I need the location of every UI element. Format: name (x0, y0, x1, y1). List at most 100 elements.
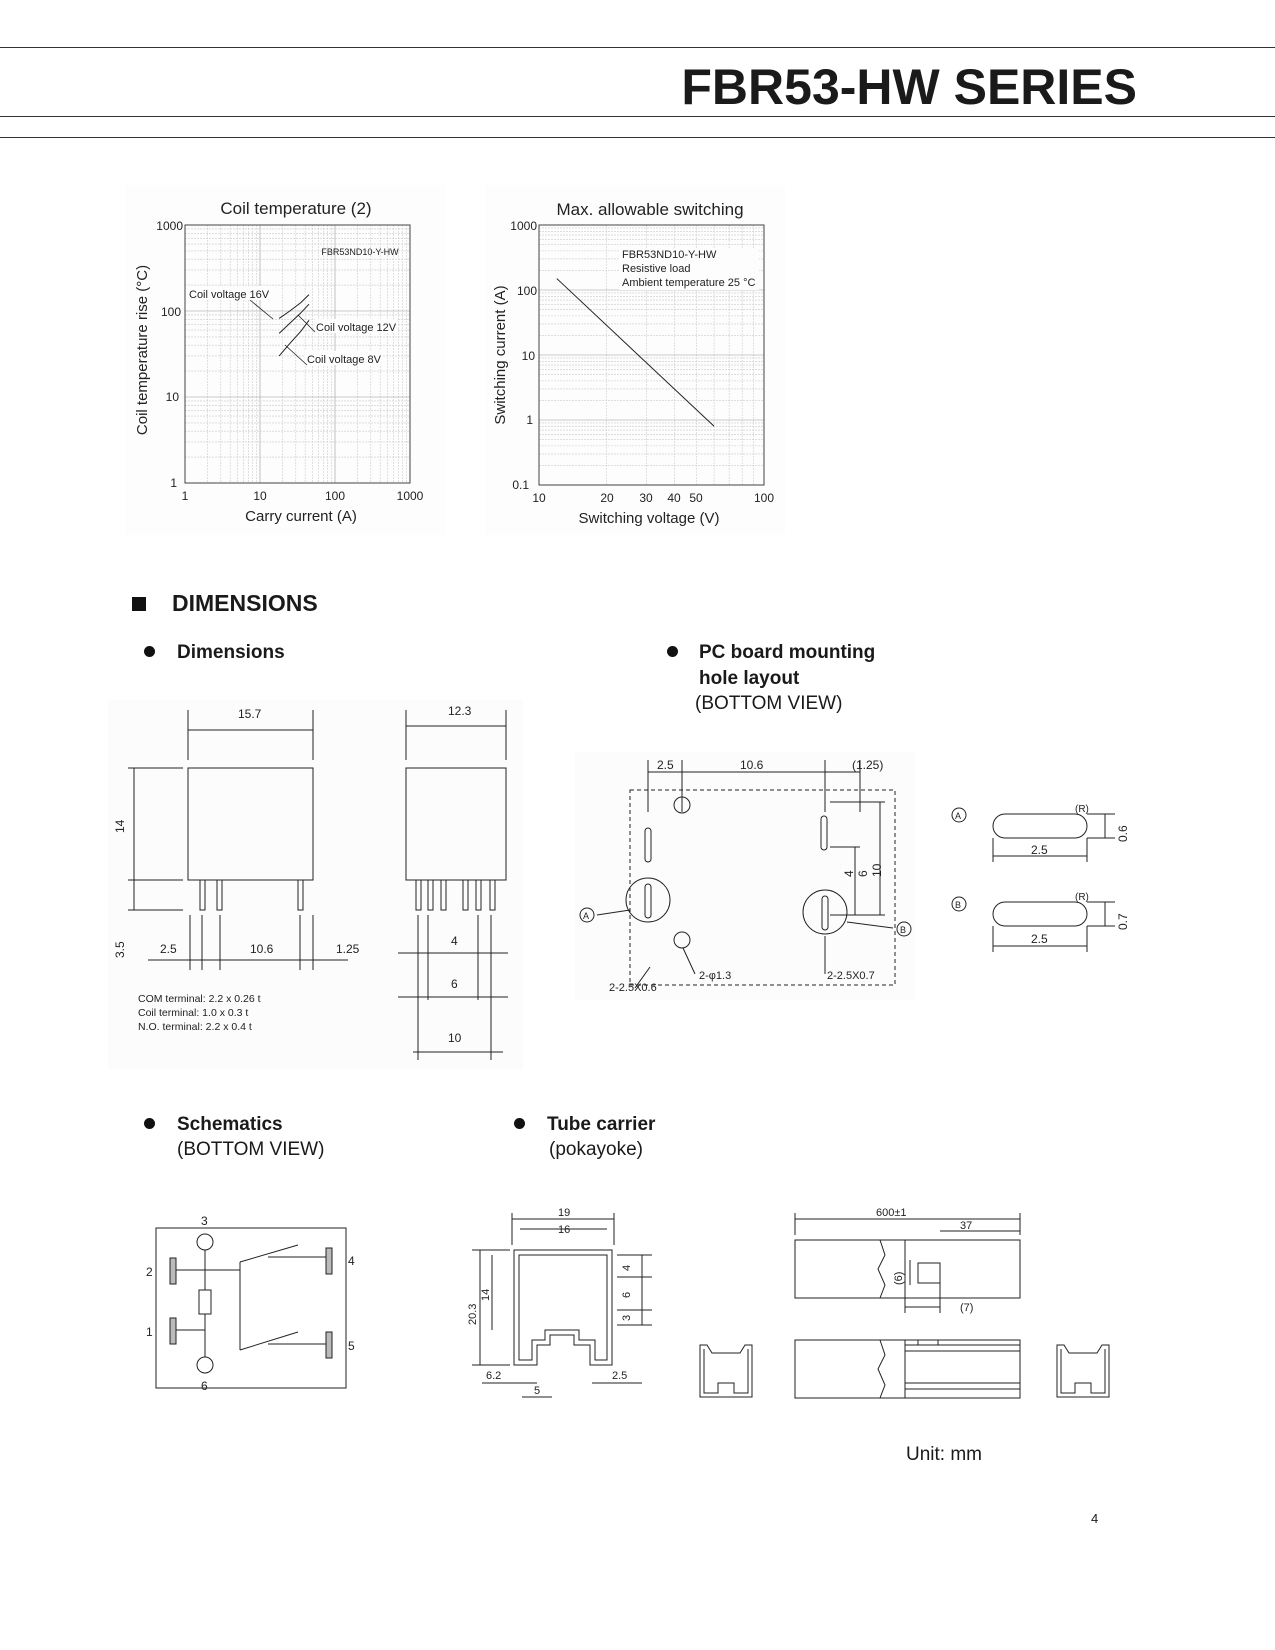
tube-v1: 4 (621, 1265, 633, 1271)
coil-label-16v: Coil voltage 16V (189, 289, 270, 301)
schematic-pin-5: 5 (348, 1339, 355, 1353)
tube-length-6: (6) (893, 1272, 905, 1285)
bullet-pcb (667, 646, 678, 657)
tube-height-inner: 14 (480, 1289, 492, 1301)
page-title: FBR53-HW SERIES (681, 59, 1137, 115)
coil-series-lines (278, 294, 310, 357)
schematics-heading: Schematics (177, 1114, 283, 1135)
slot-a-length: 2.5 (1031, 843, 1048, 857)
switching-series-lines (556, 278, 715, 427)
max-switching-chart: Max. allowable switching FBR53ND10-Y-HW … (485, 185, 785, 535)
slot-b-length: 2.5 (1031, 932, 1048, 946)
pcb-bottom-view: (BOTTOM VIEW) (695, 693, 843, 714)
tube-carrier-subtitle: (pokayoke) (549, 1139, 643, 1160)
tube-bottom-1: 6.2 (486, 1370, 501, 1382)
coil-chart-model: FBR53ND10-Y-HW (321, 247, 399, 257)
coil-xtick-0: 1 (182, 489, 189, 503)
slot-b-width: 0.7 (1116, 913, 1130, 930)
pcb-heading-line2: hole layout (699, 668, 800, 689)
slot-a-radius: (R) (1075, 804, 1089, 815)
switching-chart-title: Max. allowable switching (556, 200, 743, 219)
slot-b-mark: B (955, 900, 961, 910)
pcb-dim-10-6: 10.6 (740, 758, 764, 772)
coil-series-line-2 (278, 319, 310, 357)
slot-b-radius: (R) (1075, 892, 1089, 903)
side-d3: 10 (448, 1031, 462, 1045)
sw-xtick-1: 20 (600, 491, 614, 505)
tube-length-drawing: 600±1 37 (6) (7) (699, 1207, 1110, 1399)
coil-ytick-3: 1 (170, 476, 177, 490)
pcb-mark-a: A (583, 911, 589, 921)
schematic-pin-2: 2 (146, 1265, 153, 1279)
coil-xtick-2: 100 (325, 489, 345, 503)
coil-chart-title: Coil temperature (2) (220, 199, 371, 218)
sw-xtick-4: 50 (689, 491, 703, 505)
switching-x-axis-label: Switching voltage (V) (579, 510, 720, 527)
front-height-label: 14 (113, 819, 127, 833)
header-rule-2 (0, 137, 1275, 138)
coil-label-12v: Coil voltage 12V (316, 322, 397, 334)
terminal-no: N.O. terminal: 2.2 x 0.4 t (138, 1021, 252, 1033)
relay-front-view-drawing: 15.7 14 3.5 2.5 10.6 1.25 12.3 4 6 10 CO… (108, 700, 523, 1070)
switching-limit-line-0 (556, 278, 715, 427)
tube-length: 600±1 (876, 1207, 907, 1219)
pcb-dim-10: 10 (870, 863, 884, 877)
sw-ytick-2: 10 (522, 349, 536, 363)
slot-a-width: 0.6 (1116, 825, 1130, 842)
front-pitch-c: 1.25 (336, 942, 360, 956)
pcb-mark-b: B (900, 925, 906, 935)
schematic-pin-4: 4 (348, 1254, 355, 1268)
pcb-hole-a-label: 2-2.5X0.6 (609, 982, 657, 994)
sw-ytick-3: 1 (526, 413, 533, 427)
unit-note: Unit: mm (906, 1444, 982, 1465)
tube-length-37: 37 (960, 1220, 972, 1232)
sw-ytick-1: 100 (517, 284, 537, 298)
header-rule-1 (0, 116, 1275, 117)
coil-series-line-1 (278, 303, 310, 334)
tube-v3: 3 (621, 1315, 633, 1321)
schematic-pin-3: 3 (201, 1214, 208, 1228)
schematics-bottom-view: (BOTTOM VIEW) (177, 1139, 325, 1160)
dimensions-heading: DIMENSIONS (172, 590, 318, 616)
coil-temperature-chart: Coil temperature (2) FBR53ND10-Y-HW 1000… (125, 185, 445, 535)
sw-xtick-3: 40 (667, 491, 681, 505)
terminal-com: COM terminal: 2.2 x 0.26 t (138, 993, 261, 1005)
coil-x-axis-label: Carry current (A) (245, 508, 357, 525)
tube-width-outer: 19 (558, 1207, 570, 1219)
bullet-dimensions (144, 646, 155, 657)
schematic-pin-1: 1 (146, 1325, 153, 1339)
coil-y-axis-label: Coil temperature rise (°C) (134, 265, 151, 435)
relay-schematic-drawing: 3 2 1 6 4 5 (146, 1214, 355, 1393)
coil-series-line-0 (278, 294, 310, 319)
page-number: 4 (1091, 1511, 1099, 1526)
coil-ytick-0: 1000 (156, 219, 183, 233)
switching-note-temp: Ambient temperature 25 °C (622, 277, 755, 289)
coil-xtick-1: 10 (253, 489, 267, 503)
pcb-hole-b-label: 2-2.5X0.7 (827, 970, 875, 982)
pcb-dim-2-5: 2.5 (657, 758, 674, 772)
tube-bottom-3: 2.5 (612, 1370, 627, 1382)
front-width-label: 15.7 (238, 707, 262, 721)
tube-height-outer: 20.3 (467, 1304, 479, 1325)
pcb-dim-6: 6 (856, 870, 870, 877)
sw-ytick-0: 1000 (510, 219, 537, 233)
switching-y-axis-label: Switching current (A) (492, 285, 509, 424)
dimensions-subheading: Dimensions (177, 642, 285, 663)
bullet-tube-carrier (514, 1118, 525, 1129)
side-d2: 6 (451, 977, 458, 991)
pcb-dim-4: 4 (842, 870, 856, 877)
switching-note-model: FBR53ND10-Y-HW (622, 249, 717, 261)
terminal-coil: Coil terminal: 1.0 x 0.3 t (138, 1007, 248, 1019)
side-d1: 4 (451, 934, 458, 948)
coil-xtick-3: 1000 (397, 489, 424, 503)
tube-cross-section-drawing: 19 16 20.3 14 4 6 3 6.2 5 2.5 (467, 1207, 652, 1398)
sw-xtick-2: 30 (639, 491, 653, 505)
sw-xtick-0: 10 (532, 491, 546, 505)
tube-length-7: (7) (960, 1302, 973, 1314)
tube-bottom-2: 5 (534, 1385, 540, 1397)
pcb-hole-layout-drawing: 2.5 10.6 (1.25) 4 6 10 A B 2-2.5X0.6 2-φ… (575, 752, 1130, 1000)
coil-label-8v: Coil voltage 8V (307, 354, 382, 366)
sw-xtick-5: 100 (754, 491, 774, 505)
pcb-hole-c-label: 2-φ1.3 (699, 970, 731, 982)
pcb-dim-1-25: (1.25) (852, 758, 883, 772)
